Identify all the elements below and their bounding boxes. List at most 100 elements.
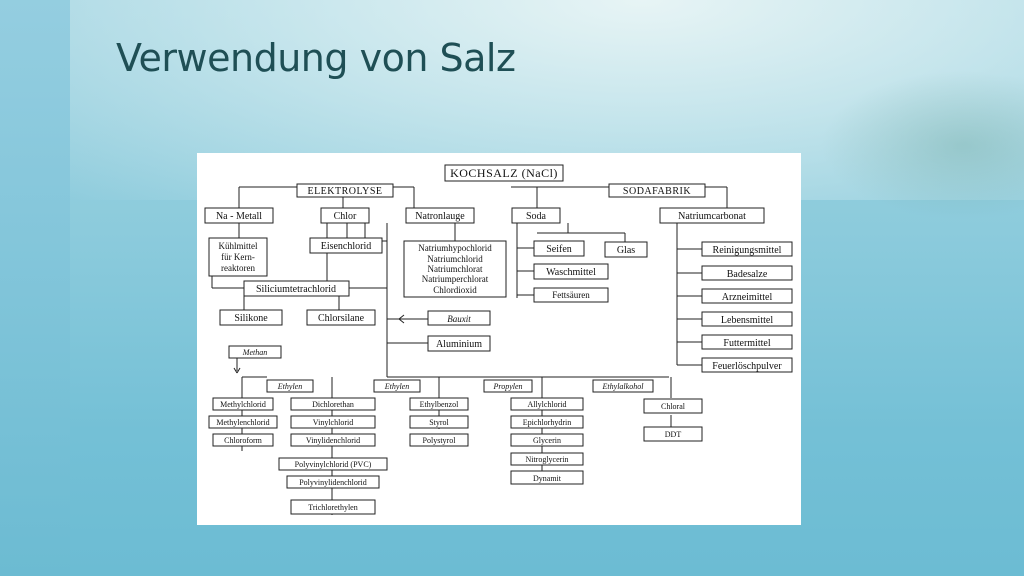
propylen-box [483, 379, 533, 393]
lebensmittel-box [701, 311, 793, 327]
dynamit-box [510, 470, 584, 485]
na-metall-label: Na - Metall [216, 211, 262, 222]
glas-label: Glas [617, 245, 635, 256]
kuehlmittel-label-3: reaktoren [221, 263, 255, 273]
seifen-label: Seifen [546, 244, 572, 255]
dynamit-label: Dynamit [533, 474, 562, 483]
glycerin-label: Glycerin [533, 436, 561, 445]
feuerloeschpulver-box [701, 357, 793, 373]
reinigungsmittel-box [701, 241, 793, 257]
ethylen-1-box [266, 379, 314, 393]
trichlorethylen-box [290, 499, 376, 515]
methylchlorid-box [212, 397, 274, 411]
bauxit-label: Bauxit [447, 314, 471, 324]
feuerloeschpulver-label: Feuerlöschpulver [712, 361, 782, 372]
polystyrol-label: Polystyrol [423, 436, 457, 445]
siliciumtetrachlorid-box [243, 280, 350, 297]
ethylbenzol-label: Ethylbenzol [420, 400, 459, 409]
aluminium-box [427, 335, 491, 352]
vinylidenchlorid-label: Vinylidenchlorid [306, 436, 360, 445]
arzneimittel-label: Arzneimittel [722, 292, 773, 303]
dichlorethan-label: Dichlorethan [312, 400, 354, 409]
allylchlorid-box [510, 397, 584, 411]
soda-label: Soda [526, 211, 547, 222]
styrol-label: Styrol [429, 418, 449, 427]
connector-lines [211, 173, 728, 515]
sodafabrik-label: SODAFABRIK [623, 186, 691, 197]
aluminium-label: Aluminium [436, 339, 482, 350]
chloral-box [643, 398, 703, 414]
arzneimittel-box [701, 288, 793, 304]
vinylidenchlorid-box [290, 433, 376, 447]
badesalze-label: Badesalze [727, 269, 768, 280]
epichlorhydrin-box [510, 415, 584, 429]
badesalze-box [701, 265, 793, 281]
allylchlorid-label: Allylchlorid [527, 400, 566, 409]
methylenchlorid-label: Methylenchlorid [216, 418, 269, 427]
chloroform-label: Chloroform [224, 436, 263, 445]
glas-box [604, 241, 648, 258]
natriumcarbonat-box [659, 207, 765, 224]
natronlauge-product-4: Natriumperchlorat [422, 274, 489, 284]
waschmittel-box [533, 263, 609, 280]
dichlorethan-box [290, 397, 376, 411]
salt-usage-diagram: KOCHSALZ (NaCl) ELEKTROLYSE SODAFABRIK N… [197, 153, 801, 525]
kuehlmittel-box [208, 237, 268, 277]
lebensmittel-label: Lebensmittel [721, 315, 773, 326]
natronlauge-product-2: Natriumchlorid [427, 254, 483, 264]
methan-box [228, 345, 282, 359]
kochsalz-box [444, 164, 564, 182]
polystyrol-box [409, 433, 469, 447]
polyvinylidenchlorid-label: Polyvinylidenchlorid [299, 478, 367, 487]
reinigungsmittel-label: Reinigungsmittel [713, 245, 782, 256]
natronlauge-box [405, 207, 475, 224]
na-metall-box [204, 207, 274, 224]
silikone-box [219, 309, 283, 326]
polyvinylidenchlorid-box [286, 475, 380, 489]
epichlorhydrin-label: Epichlorhydrin [523, 418, 571, 427]
vinylchlorid-box [290, 415, 376, 429]
natronlauge-product-5: Chlordioxid [433, 285, 477, 295]
chlorsilane-label: Chlorsilane [318, 313, 365, 324]
chloral-label: Chloral [661, 402, 686, 411]
nitroglycerin-label: Nitroglycerin [525, 455, 568, 464]
nitroglycerin-box [510, 452, 584, 466]
methan-label: Methan [242, 348, 267, 357]
natronlauge-product-1: Natriumhypochlorid [418, 243, 492, 253]
futtermittel-label: Futtermittel [723, 338, 770, 349]
background-mist [820, 70, 1024, 220]
chloroform-box [212, 433, 274, 447]
natriumcarbonat-label: Natriumcarbonat [678, 211, 746, 222]
fettsaeuren-box [533, 287, 609, 303]
ethylalkohol-label: Ethylalkohol [602, 382, 645, 391]
pvc-box [278, 457, 388, 471]
eisenchlorid-label: Eisenchlorid [321, 241, 372, 252]
ethylen-1-label: Ethylen [277, 382, 302, 391]
ethylen-2-box [373, 379, 421, 393]
soda-box [511, 207, 561, 224]
chlor-box [320, 207, 370, 224]
kuehlmittel-label-2: für Kern- [221, 252, 255, 262]
diagram-svg: KOCHSALZ (NaCl) ELEKTROLYSE SODAFABRIK N… [204, 164, 793, 515]
pvc-label: Polyvinylchlorid (PVC) [295, 460, 372, 469]
elektrolyse-label: ELEKTROLYSE [307, 186, 382, 197]
styrol-box [409, 415, 469, 429]
propylen-label: Propylen [492, 382, 522, 391]
slide-title: Verwendung von Salz [116, 36, 516, 80]
ddt-box [643, 426, 703, 442]
methylenchlorid-box [208, 415, 278, 429]
ethylalkohol-box [592, 379, 654, 393]
seifen-box [533, 240, 585, 257]
ethylen-2-label: Ethylen [384, 382, 409, 391]
chlor-label: Chlor [334, 211, 357, 222]
natronlauge-products-box [403, 240, 507, 298]
eisenchlorid-box [309, 237, 383, 254]
bauxit-box [427, 310, 491, 326]
chlorsilane-box [306, 309, 376, 326]
natronlauge-product-3: Natriumchlorat [428, 264, 483, 274]
elektrolyse-box [296, 183, 394, 198]
trichlorethylen-label: Trichlorethylen [308, 503, 357, 512]
fettsaeuren-label: Fettsäuren [552, 290, 590, 300]
siliciumtetrachlorid-label: Siliciumtetrachlorid [256, 284, 336, 295]
futtermittel-box [701, 334, 793, 350]
